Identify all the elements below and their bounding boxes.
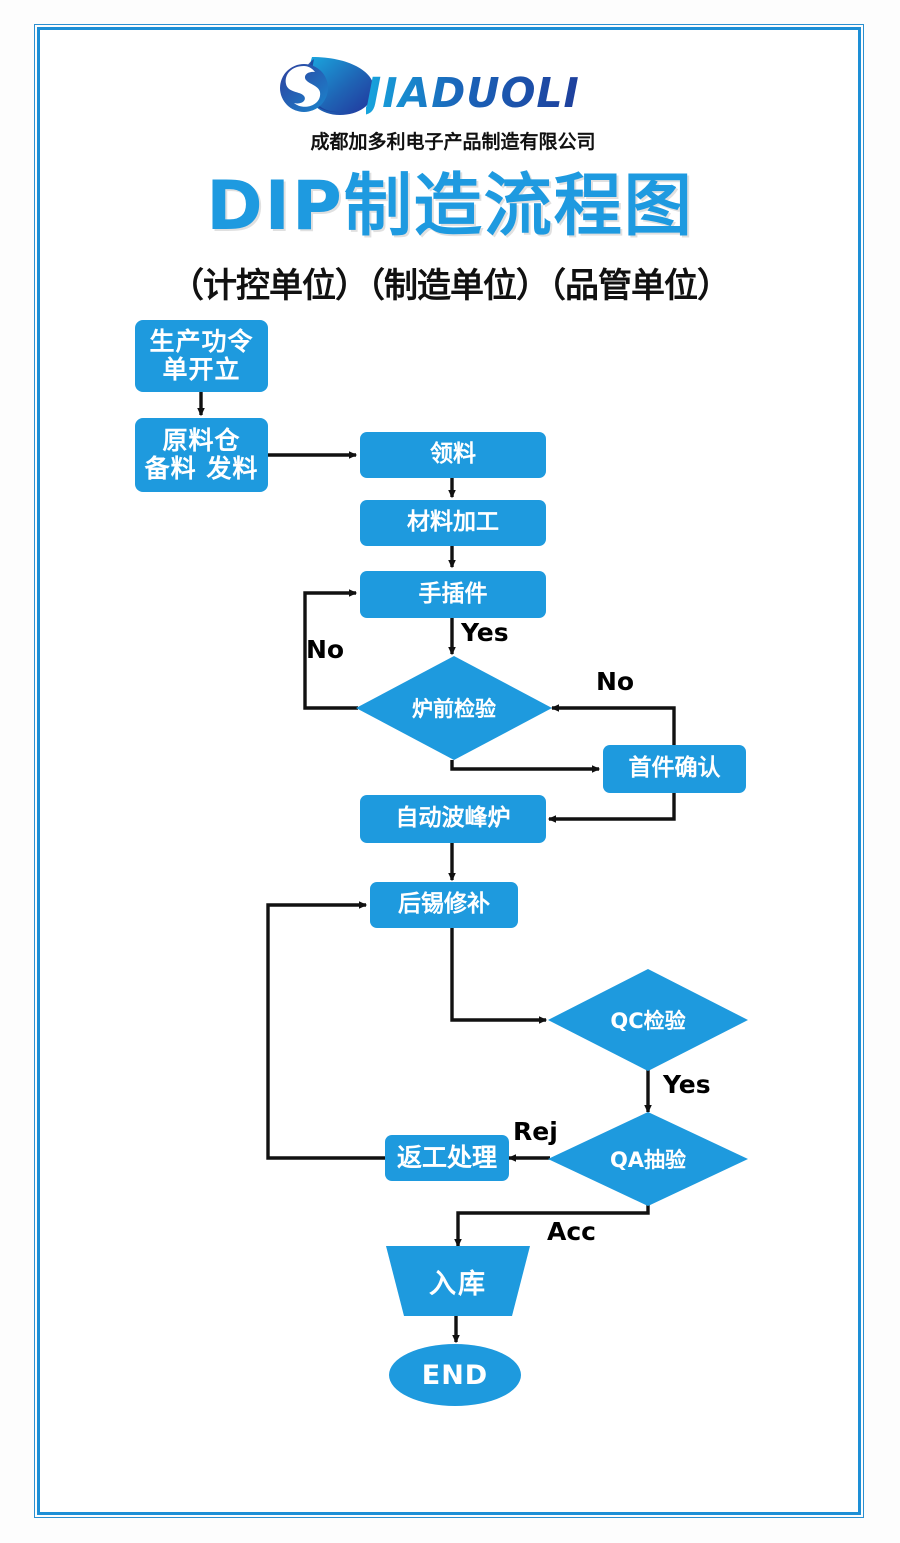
diamond-shape xyxy=(356,656,552,760)
node-material-processing[interactable]: 材料加工 xyxy=(360,500,546,546)
logo-wordmark: JIADUOLI xyxy=(366,69,580,117)
edge-label-acc-qa: Acc xyxy=(547,1217,596,1246)
page-title: DIP制造流程图 xyxy=(206,167,694,246)
node-rework[interactable]: 返工处理 xyxy=(385,1135,509,1181)
node-label: QC检验 xyxy=(610,1009,686,1033)
node-label: QA抽验 xyxy=(609,1148,687,1172)
edge-label-no-first-article: No xyxy=(596,667,635,696)
node-end[interactable]: END xyxy=(389,1344,521,1406)
edge-label-yes-qc: Yes xyxy=(663,1070,711,1099)
node-warehouse-in[interactable]: 入库 xyxy=(386,1246,530,1316)
node-pick-material[interactable]: 领料 xyxy=(360,432,546,478)
trapezoid-shape xyxy=(386,1246,530,1316)
edge-label-no-rework-insertion: No xyxy=(306,635,345,664)
edge-label-yes-pre-furnace: Yes xyxy=(461,618,509,647)
node-manual-insertion[interactable]: 手插件 xyxy=(360,571,546,618)
poster-outer-frame xyxy=(34,24,864,1518)
node-production-order[interactable]: 生产功令 单开立 xyxy=(135,320,268,392)
node-first-article-confirm[interactable]: 首件确认 xyxy=(603,745,746,793)
jiaduoli-droplet-logo-icon xyxy=(280,57,374,115)
node-auto-wave-solder[interactable]: 自动波峰炉 xyxy=(360,795,546,843)
node-qc-inspection[interactable]: QC检验 xyxy=(548,969,748,1071)
edge-label-rej-qa: Rej xyxy=(513,1117,558,1146)
diamond-shape xyxy=(548,1112,748,1206)
node-post-solder-repair[interactable]: 后锡修补 xyxy=(370,882,518,928)
page-subtitle: （计控单位）（制造单位）（品管单位） xyxy=(170,266,731,306)
node-material-warehouse[interactable]: 原料仓 备料 发料 xyxy=(135,418,268,492)
node-pre-furnace-inspection[interactable]: 炉前检验 xyxy=(356,656,552,760)
company-logo: JIADUOLI 成都加多利电子产品制造有限公司 xyxy=(278,55,628,160)
node-label: 炉前检验 xyxy=(412,697,496,721)
node-label: 入库 xyxy=(429,1268,487,1300)
node-qa-sampling[interactable]: QA抽验 xyxy=(548,1112,748,1206)
company-name: 成都加多利电子产品制造有限公司 xyxy=(310,131,596,153)
diamond-shape xyxy=(548,969,748,1071)
